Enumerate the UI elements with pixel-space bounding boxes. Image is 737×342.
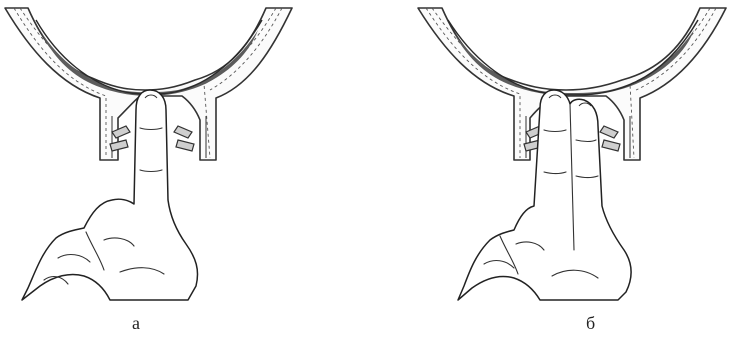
panel-label-a: а bbox=[132, 314, 140, 332]
panel-b-muscle-right bbox=[600, 126, 618, 138]
panel-b-illustration bbox=[418, 8, 726, 300]
panel-b-hand bbox=[458, 90, 631, 300]
panel-label-b: б bbox=[586, 314, 595, 332]
panel-a-illustration bbox=[5, 8, 292, 300]
panel-a-muscle-right bbox=[174, 126, 192, 138]
